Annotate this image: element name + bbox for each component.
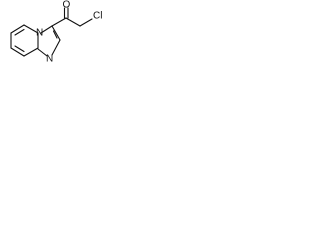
bond-n1-c8a (37, 48, 48, 57)
bond-c8a-c6 (10, 47, 25, 57)
bond-c8-c7 (23, 24, 39, 34)
double-bond-inner-bottom (14, 45, 25, 53)
bond-c3-carbonyl (51, 17, 67, 27)
imidazole-ring (37, 25, 61, 57)
double-bond-inner-top (14, 28, 25, 36)
bond-carbonyl-ch2 (65, 17, 81, 27)
double-bond-c3-c2-inner (52, 30, 58, 39)
imidazole-nitrogen-label: N (46, 54, 53, 65)
bond-n4-c8a (23, 47, 39, 57)
bond-c2-n1 (51, 39, 61, 56)
pyridine-ring (10, 24, 39, 57)
chemical-structure-diagram: O Cl N N (10, 0, 102, 65)
chloroacetyl-group (51, 7, 93, 27)
bond-c3-c2 (51, 25, 61, 41)
chlorine-label: Cl (93, 11, 102, 22)
oxygen-label: O (63, 0, 71, 11)
bridgehead-nitrogen-label: N (36, 28, 43, 39)
bond-ch2-cl (79, 18, 93, 27)
bond-n-c3 (40, 25, 53, 34)
bond-c5-c8 (10, 24, 25, 34)
